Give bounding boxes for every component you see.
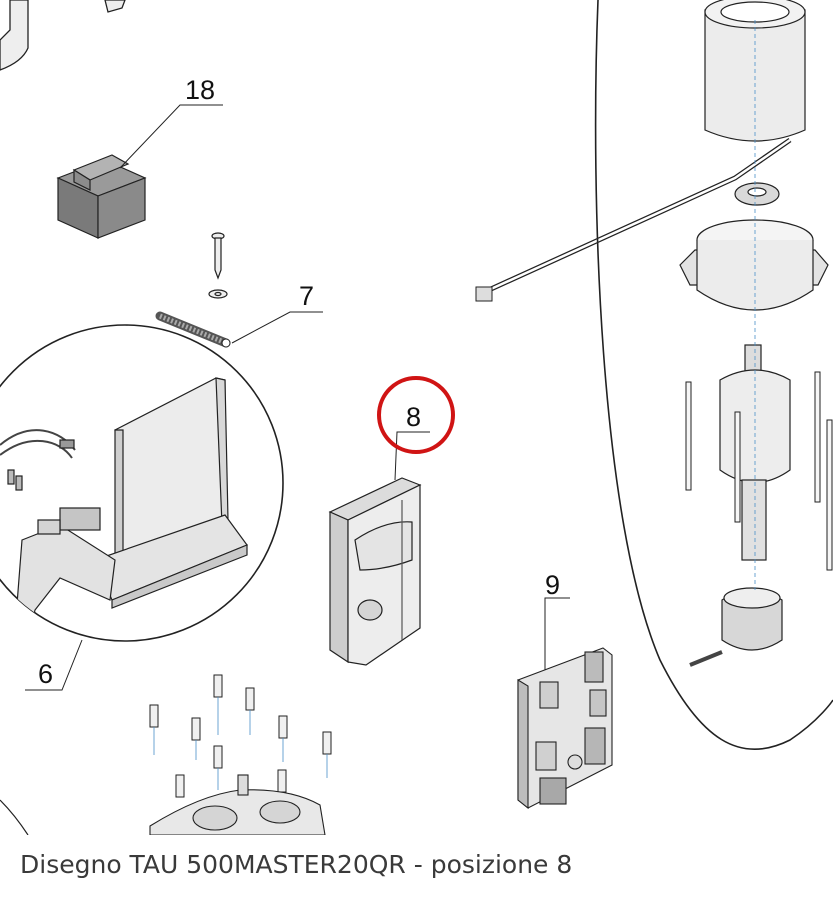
arc-fragment-bottom-left [0, 799, 29, 835]
leader-line-9 [544, 597, 570, 670]
callout-label-9[interactable]: 9 [545, 570, 560, 600]
screw-axis-lines [153, 697, 328, 790]
leader-line-7 [231, 311, 323, 344]
motor-cable [475, 137, 792, 302]
leader-line-8 [394, 431, 430, 481]
base-plate-part-6 [0, 377, 248, 641]
cover-part-8 [328, 477, 422, 666]
highlight-circle-part-8 [377, 376, 455, 454]
callout-label-18[interactable]: 18 [185, 75, 215, 105]
housing-fragment-top-left [0, 0, 126, 71]
screw-part [208, 232, 228, 299]
control-board-part-9 [517, 647, 613, 810]
exploded-parts-diagram: 18 7 6 8 [0, 0, 833, 835]
transformer-part-18 [56, 154, 147, 239]
spring-part-7 [155, 311, 231, 348]
callout-label-6[interactable]: 6 [38, 659, 53, 689]
housing-fragment-bottom [149, 774, 326, 835]
motor-assembly-oval [594, 0, 833, 750]
image-caption: Disegno TAU 500MASTER20QR - posizione 8 [20, 850, 573, 879]
callout-label-7[interactable]: 7 [299, 281, 314, 311]
leader-line-6 [25, 639, 83, 691]
motor-assembly [679, 0, 829, 667]
callout-label-8[interactable]: 8 [406, 402, 421, 432]
leader-line-18 [119, 104, 223, 169]
long-bolts [685, 371, 833, 571]
